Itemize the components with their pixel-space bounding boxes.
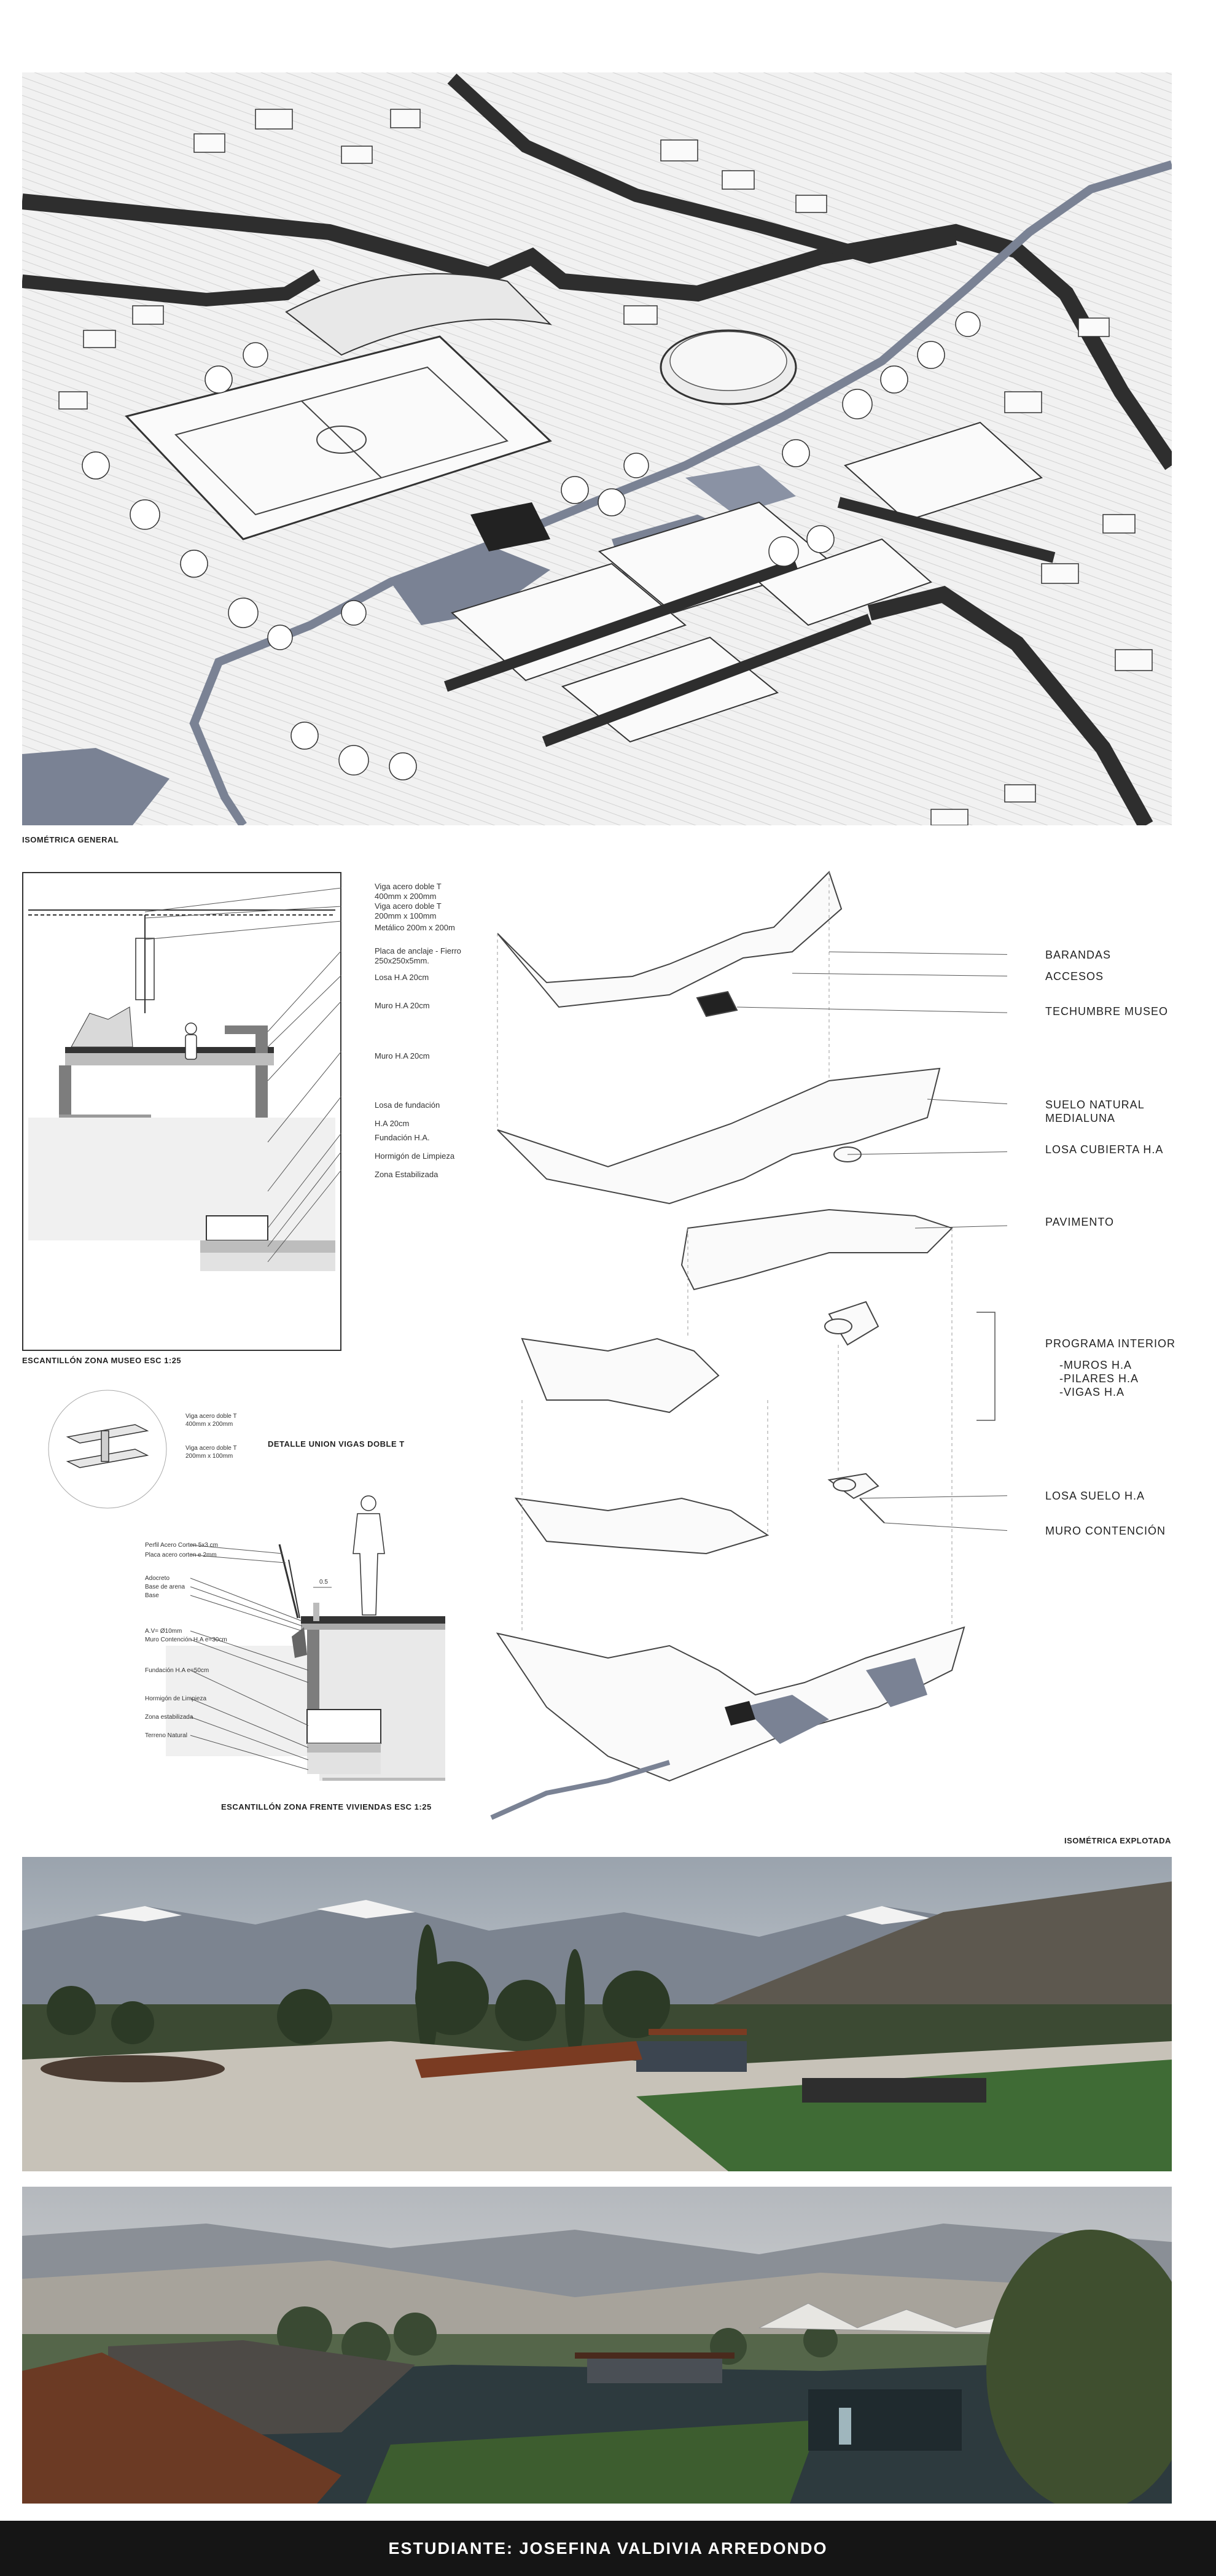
viviendas-label-9: Hormigón de Limpieza [145,1695,207,1702]
section-viviendas-caption: ESCANTILLÓN ZONA FRENTE VIVIENDAS ESC 1:… [221,1802,432,1811]
museo-label-6: Muro H.A 20cm [375,1001,430,1010]
exploded-label-losa-suelo: LOSA SUELO H.A [1045,1490,1145,1502]
museo-label-8: Losa de fundación H.A 20cm [375,1100,440,1128]
viviendas-label-6: A.V= Ø10mm [145,1628,182,1635]
exploded-label-muro-contencion: MURO CONTENCIÓN [1045,1525,1166,1537]
isometric-general-drawing [22,72,1172,825]
exploded-isometric-caption: ISOMÉTRICA EXPLOTADA [1064,1836,1171,1845]
render-view-plaza [22,1857,1172,2171]
exploded-isometric-drawing [485,860,1007,1836]
exploded-label-accesos: ACCESOS [1045,970,1104,983]
exploded-label-techumbre: TECHUMBRE MUSEO [1045,1005,1169,1018]
footer-bar: ESTUDIANTE: JOSEFINA VALDIVIA ARREDONDO [0,2521,1216,2576]
section-museo-caption: ESCANTILLÓN ZONA MUSEO ESC 1:25 [22,1356,182,1365]
museo-label-1: Viga acero doble T 400mm x 200mm [375,882,442,901]
section-museo-drawing [22,872,341,1351]
viviendas-label-2: Placa acero corten e 2mm [145,1552,217,1558]
render-view-pond [22,2187,1172,2504]
exploded-label-programa: PROGRAMA INTERIOR [1045,1337,1176,1350]
detail-union-drawing [43,1388,172,1511]
union-label-2: Viga acero doble T 200mm x 100mm [185,1445,237,1460]
museo-label-5: Losa H.A 20cm [375,973,429,982]
museo-label-11: Zona Estabilizada [375,1170,438,1179]
museo-label-4: Placa de anclaje - Fierro 250x250x5mm. [375,946,461,965]
viviendas-label-11: Terreno Natural [145,1732,187,1739]
section-viviendas-drawing [141,1486,448,1781]
viviendas-label-3: Adocreto [145,1575,170,1582]
detail-union-caption: DETALLE UNION VIGAS DOBLE T [268,1439,405,1449]
museo-label-2: Viga acero doble T 200mm x 100mm [375,901,442,920]
viviendas-label-5: Base [145,1592,159,1599]
exploded-label-pavimento: PAVIMENTO [1045,1216,1115,1228]
museo-label-10: Hormigón de Limpieza [375,1151,455,1161]
museo-label-9: Fundación H.A. [375,1133,430,1142]
viviendas-dimension: 0.5 [319,1579,328,1586]
viviendas-label-7: Muro Contención H.A e=30cm [145,1636,227,1643]
student-name: ESTUDIANTE: JOSEFINA VALDIVIA ARREDONDO [388,2539,828,2558]
viviendas-label-10: Zona estabilizada [145,1714,193,1721]
exploded-label-barandas: BARANDAS [1045,949,1112,961]
viviendas-label-4: Base de arena [145,1584,185,1590]
union-label-1: Viga acero doble T 400mm x 200mm [185,1413,237,1428]
isometric-general-caption: ISOMÉTRICA GENERAL [22,835,119,844]
exploded-label-programa-items: -MUROS H.A -PILARES H.A -VIGAS H.A [1059,1359,1139,1398]
viviendas-label-1: Perfil Acero Corten 5x3 cm [145,1542,218,1549]
museo-label-7: Muro H.A 20cm [375,1051,430,1060]
museo-label-3: Metálico 200m x 200m [375,923,455,932]
programa-bracket [976,1312,996,1421]
viviendas-label-8: Fundación H.A e=50cm [145,1667,209,1674]
exploded-label-suelo: SUELO NATURAL MEDIALUNA [1045,1099,1145,1124]
exploded-label-losa-cubierta: LOSA CUBIERTA H.A [1045,1143,1164,1156]
